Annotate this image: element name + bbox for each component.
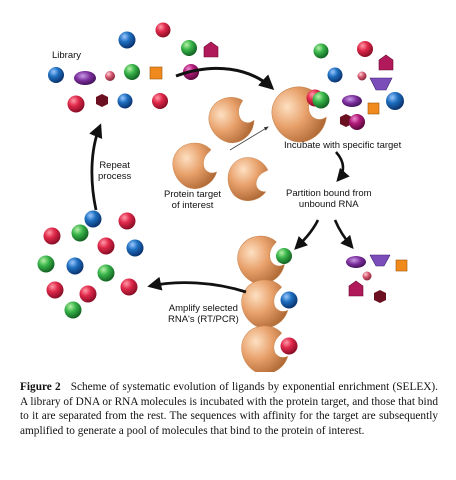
bound-complexes xyxy=(232,230,298,372)
ligand-ball xyxy=(66,257,84,275)
ligand-ball xyxy=(84,210,102,228)
label-partition: Partition bound from unbound RNA xyxy=(286,188,372,210)
ligand-ball xyxy=(120,278,138,296)
ligand-ball xyxy=(349,114,365,130)
arrow-to-incubate xyxy=(175,66,275,91)
label-incubate: Incubate with specific target xyxy=(284,140,402,151)
caption-text: Scheme of systematic evolution of ligand… xyxy=(20,381,438,437)
pentagon-ligand xyxy=(348,280,364,297)
ligand-ball xyxy=(46,281,64,299)
square-ligand xyxy=(367,102,380,115)
ellipse-ligand xyxy=(74,71,96,85)
label-library: Library xyxy=(52,50,82,61)
square-ligand xyxy=(149,66,163,80)
amplified-pool xyxy=(37,210,144,319)
ligand-ball xyxy=(155,22,171,38)
pointer-arrow xyxy=(229,126,269,151)
ligand-ball xyxy=(357,41,373,57)
ligand-ball xyxy=(312,91,330,109)
ligand-ball xyxy=(181,40,197,56)
ligand-ball xyxy=(105,71,115,81)
ligand-ball xyxy=(48,67,64,83)
ligand-ball xyxy=(79,285,97,303)
ligand-ball xyxy=(97,264,115,282)
protein-targets xyxy=(168,90,272,205)
ligand-ball xyxy=(313,43,329,59)
ligand-ball xyxy=(280,337,298,355)
arrow-partition xyxy=(335,151,350,182)
ligand-ball xyxy=(64,301,82,319)
arrow-amplify xyxy=(147,276,247,294)
incubation-cluster xyxy=(264,41,404,150)
hexagon-ligand xyxy=(96,94,108,107)
ligand-ball xyxy=(386,92,404,110)
ligand-ball xyxy=(357,71,367,81)
label-protein-target: Protein target of interest xyxy=(164,189,222,211)
ligand-ball xyxy=(327,67,343,83)
unbound-cluster xyxy=(346,254,408,303)
trapezoid-ligand xyxy=(369,77,393,91)
ligand-ball xyxy=(280,291,298,309)
ligand-ball xyxy=(126,239,144,257)
hexagon-ligand xyxy=(340,114,352,127)
pentagon-ligand xyxy=(378,54,394,71)
ligand-ball xyxy=(37,255,55,273)
arrow-repeat xyxy=(89,123,103,211)
label-amplify: Amplify selected RNA's (RT/PCR) xyxy=(168,303,239,325)
square-ligand xyxy=(395,259,408,272)
ellipse-ligand xyxy=(346,256,366,268)
ligand-ball xyxy=(67,95,85,113)
selex-diagram xyxy=(37,22,408,372)
label-repeat: Repeat process xyxy=(98,160,132,182)
arrow-to-bound xyxy=(294,219,320,250)
ligand-ball xyxy=(43,227,61,245)
hexagon-ligand xyxy=(374,290,386,303)
arrow-to-unbound xyxy=(333,219,354,249)
ligand-ball xyxy=(124,64,140,80)
ligand-ball xyxy=(71,224,89,242)
ligand-ball xyxy=(117,93,133,109)
ligand-ball xyxy=(118,212,136,230)
ligand-ball xyxy=(362,271,372,281)
ligand-ball xyxy=(97,237,115,255)
ligand-ball xyxy=(118,31,136,49)
ligand-ball xyxy=(276,248,292,264)
ellipse-ligand xyxy=(342,95,362,107)
library-cluster xyxy=(48,22,219,113)
pentagon-ligand xyxy=(203,41,219,58)
caption-label: Figure 2 xyxy=(20,381,61,393)
trapezoid-ligand xyxy=(369,254,391,267)
ligand-ball xyxy=(152,93,168,109)
